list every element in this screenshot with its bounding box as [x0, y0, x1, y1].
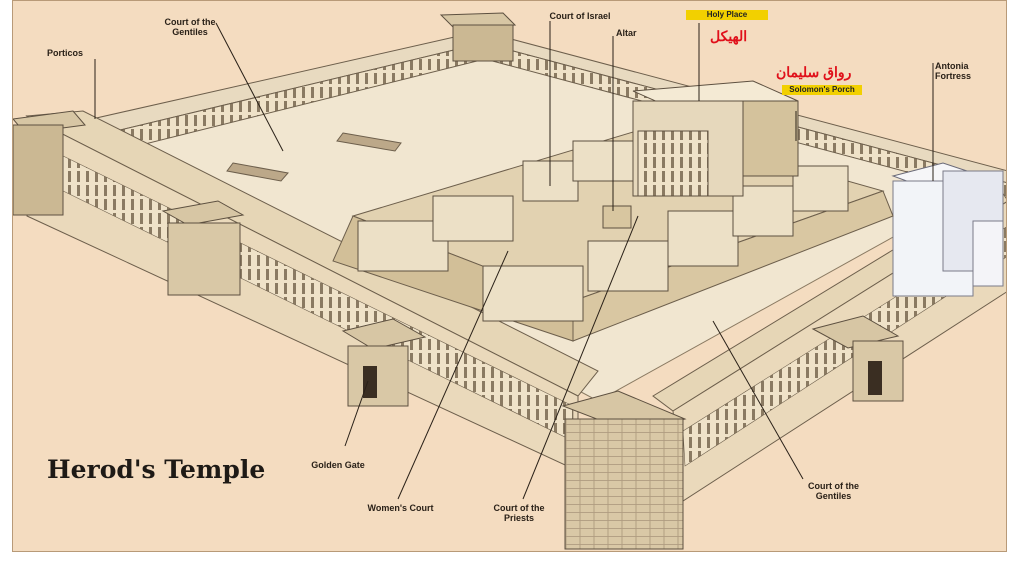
label-court-of-gentiles-top: Court of the Gentiles [164, 17, 216, 37]
diagram-title: Herod's Temple [47, 455, 266, 484]
label-antonia-fortress: Antonia Fortress [935, 61, 972, 81]
holy-place-structure [632, 80, 799, 197]
label-court-of-gentiles-bottom: Court of the Gentiles [808, 481, 859, 501]
label-holy-place-arabic: الهيكل [710, 28, 748, 44]
south-gate-structure [811, 315, 904, 402]
tower-southeast-corner [561, 390, 687, 550]
temple-illustration [13, 12, 1006, 550]
inner-court-buildings [357, 140, 849, 322]
label-porticos: Porticos [47, 48, 84, 58]
label-court-of-the-priests: Court of the Priests [493, 503, 545, 523]
diagram-frame: Porticos Court of the Gentiles Court of … [12, 0, 1007, 552]
label-golden-gate: Golden Gate [311, 460, 365, 470]
tower-north [439, 12, 517, 62]
leader-lines [94, 21, 934, 500]
antonia-fortress-structure [891, 162, 1004, 297]
label-womens-court: Women's Court [367, 503, 434, 513]
label-court-of-israel: Court of Israel [549, 11, 611, 21]
label-altar: Altar [616, 28, 637, 38]
label-solomons-porch-arabic: رواق سليمان [776, 64, 852, 80]
tower-mid-left [161, 200, 245, 296]
label-holy-place: Holy Place [686, 10, 768, 20]
label-solomons-porch: Solomon's Porch [782, 85, 862, 95]
tower-west [13, 110, 86, 216]
golden-gate-structure [341, 318, 427, 407]
altar-structure [602, 205, 632, 229]
